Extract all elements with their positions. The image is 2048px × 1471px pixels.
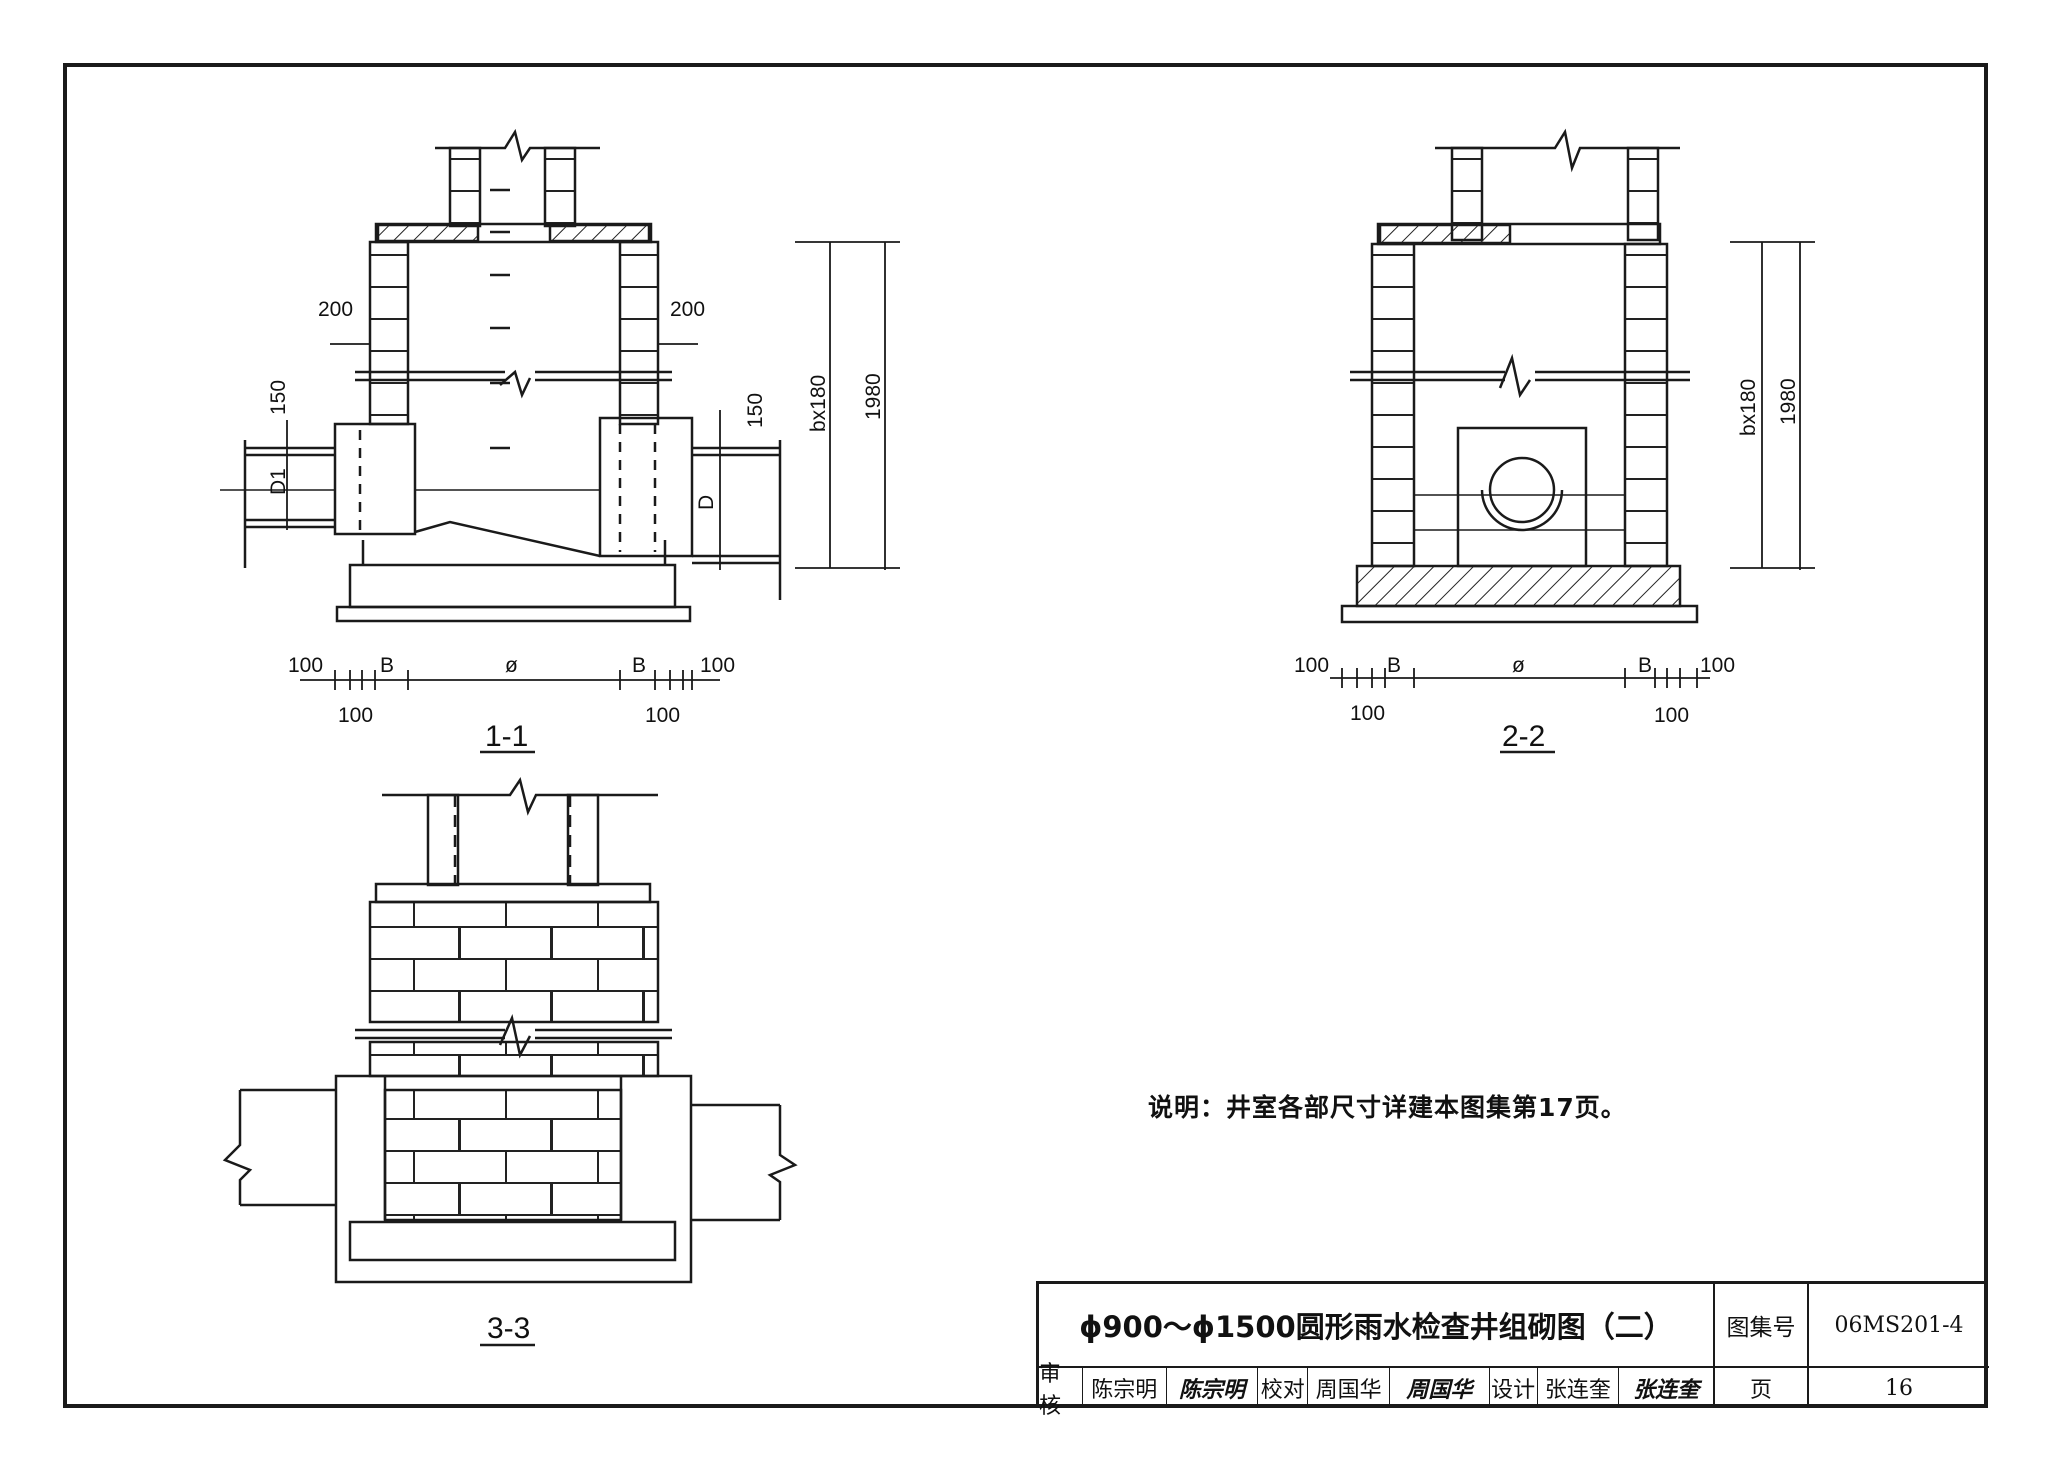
dim-phi-1: ø <box>505 654 518 677</box>
design-signature: 张连奎 <box>1633 1377 1700 1403</box>
check-name: 周国华 <box>1308 1368 1390 1408</box>
design-name: 张连奎 <box>1538 1368 1620 1408</box>
signature-row: 审核 陈宗明 陈宗明 校对 周国华 周国华 设计 张连奎 张连奎 <box>1039 1362 1715 1419</box>
dim-1980-1: 1980 <box>862 373 885 420</box>
dim-bx180-1: bx180 <box>807 375 830 432</box>
dim-100-2d: 100 <box>1654 704 1689 727</box>
design-label: 设计 <box>1490 1368 1538 1408</box>
section-label-1-1: 1-1 <box>485 720 528 753</box>
dim-100-1b: 100 <box>700 654 735 677</box>
section-2-2-dimensions <box>1330 241 1815 754</box>
dim-200-left: 200 <box>318 298 353 321</box>
review-label: 审核 <box>1039 1362 1083 1419</box>
dim-phi-2: ø <box>1512 654 1525 677</box>
dim-d1: D1 <box>267 468 290 495</box>
check-signature: 周国华 <box>1390 1368 1490 1408</box>
dim-100-1d: 100 <box>645 704 680 727</box>
section-2-2-drawing <box>1340 128 1699 624</box>
review-signature: 陈宗明 <box>1167 1368 1259 1408</box>
atlas-label: 图集号 <box>1715 1284 1809 1368</box>
dim-100-2b: 100 <box>1700 654 1735 677</box>
dim-200-right: 200 <box>670 298 705 321</box>
section-label-3-3: 3-3 <box>487 1312 530 1345</box>
dim-d: D <box>695 495 718 510</box>
dim-b-2a: B <box>1387 654 1401 677</box>
review-name: 陈宗明 <box>1083 1368 1167 1408</box>
dim-b-2b: B <box>1638 654 1652 677</box>
dim-b-1b: B <box>632 654 646 677</box>
drawing-frame <box>63 63 1988 1408</box>
dim-100-1c: 100 <box>338 704 373 727</box>
drawing-title: ϕ900～ϕ1500圆形雨水检查井组砌图（二） <box>1039 1284 1715 1368</box>
section-1-1-drawing <box>220 128 782 623</box>
dim-bx180-2: bx180 <box>1737 379 1760 436</box>
section-1-1-dimensions <box>286 241 900 754</box>
page-label: 页 <box>1715 1368 1809 1408</box>
page-number: 16 <box>1885 1375 1913 1401</box>
dim-100-2a: 100 <box>1294 654 1329 677</box>
dim-100-1a: 100 <box>288 654 323 677</box>
dim-150-right: 150 <box>744 393 767 428</box>
check-label: 校对 <box>1258 1368 1309 1408</box>
dim-100-2c: 100 <box>1350 702 1385 725</box>
atlas-number: 06MS201-4 <box>1809 1284 1989 1368</box>
section-label-2-2: 2-2 <box>1502 720 1545 753</box>
dim-1980-2: 1980 <box>1777 378 1800 425</box>
drawing-note: 说明：井室各部尺寸详建本图集第17页。 <box>1148 1093 1627 1122</box>
section-3-3-drawing <box>222 776 798 1347</box>
title-block: ϕ900～ϕ1500圆形雨水检查井组砌图（二） 图集号 06MS201-4 审核… <box>1036 1281 1989 1419</box>
dim-b-1a: B <box>380 654 394 677</box>
dim-150-left: 150 <box>267 380 290 415</box>
